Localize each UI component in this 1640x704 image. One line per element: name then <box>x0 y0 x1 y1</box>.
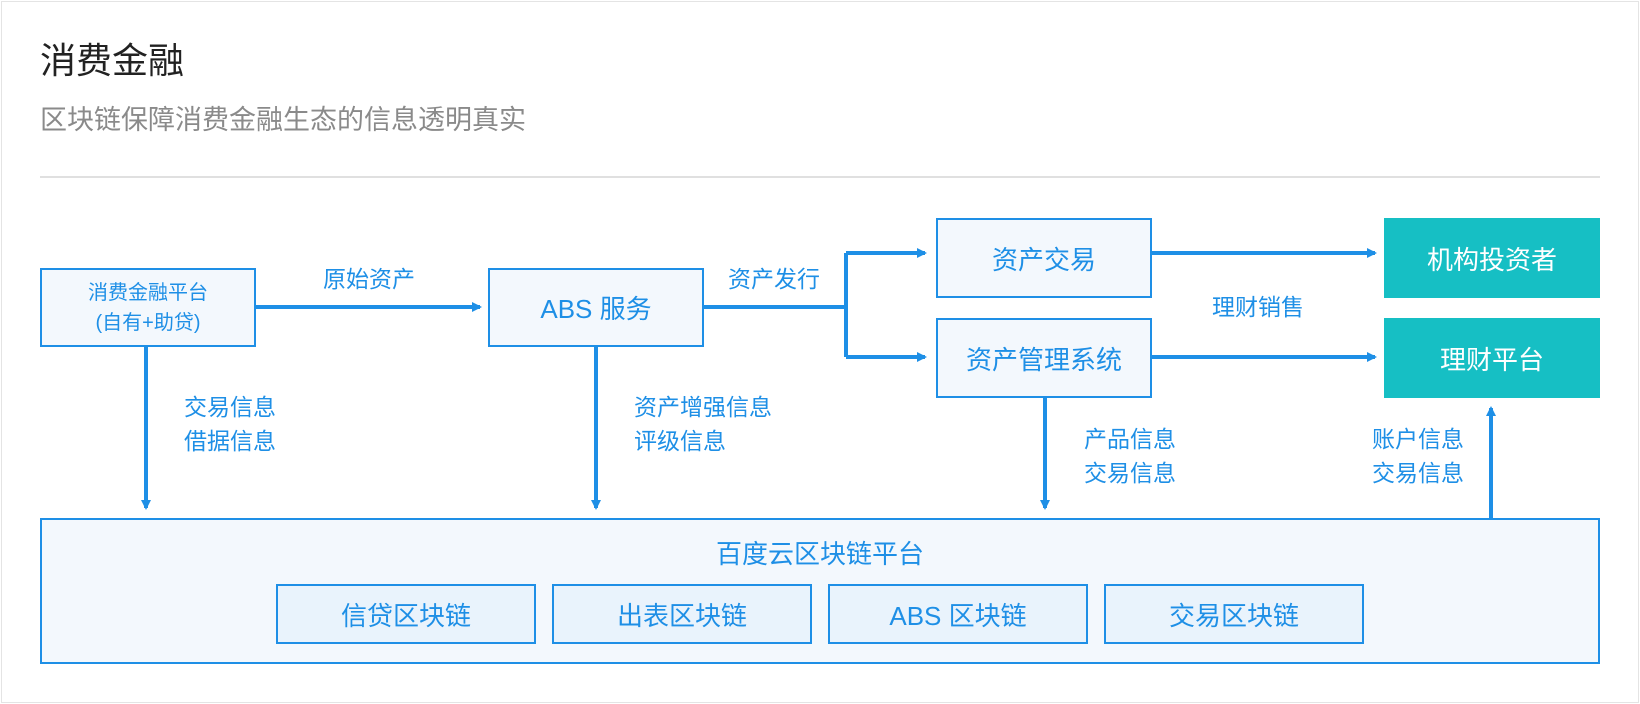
edge-label-rating-info: 评级信息 <box>634 428 726 454</box>
edge-label-account-info: 账户信息 <box>1372 426 1464 452</box>
credit-blockchain: 信贷区块链 <box>276 584 536 644</box>
edge-label-original-assets: 原始资产 <box>323 266 415 292</box>
page-subtitle: 区块链保障消费金融生态的信息透明真实 <box>40 105 526 135</box>
offbalance-blockchain: 出表区块链 <box>552 584 812 644</box>
baidu-cloud-title: 百度云区块链平台 <box>715 539 924 569</box>
edge-label-abs-down: 资产增强信息 评级信息 <box>634 390 772 458</box>
edge-label-product-info: 产品信息 <box>1084 426 1176 452</box>
edge-label-management-down: 产品信息 交易信息 <box>1084 422 1176 490</box>
header-divider <box>40 176 1600 178</box>
edge-label-platform-down: 交易信息 借据信息 <box>184 390 276 458</box>
institutional-investors-node: 机构投资者 <box>1384 218 1600 298</box>
trading-blockchain: 交易区块链 <box>1104 584 1364 644</box>
edge-label-wealth-sales: 理财销售 <box>1212 294 1304 320</box>
edge-label-trade-info: 交易信息 <box>184 394 276 420</box>
page-title: 消费金融 <box>40 40 185 81</box>
edge-label-asset-enhanced-info: 资产增强信息 <box>634 394 772 420</box>
baidu-cloud-blockchain-platform: 百度云区块链平台 <box>40 518 1600 664</box>
platform-node-line1: 消费金融平台 <box>88 281 208 304</box>
edge-label-trade-info-2: 交易信息 <box>1084 460 1176 486</box>
edge-label-asset-issuance: 资产发行 <box>728 266 820 292</box>
asset-management-node: 资产管理系统 <box>936 318 1152 398</box>
edge-label-trade-info-3: 交易信息 <box>1372 460 1464 486</box>
abs-service-node: ABS 服务 <box>488 268 704 347</box>
edge-label-wealth-up: 账户信息 交易信息 <box>1372 422 1464 490</box>
abs-blockchain: ABS 区块链 <box>828 584 1088 644</box>
consumer-finance-platform-node: 消费金融平台 (自有+助贷) <box>40 268 256 347</box>
platform-node-line2: (自有+助贷) <box>95 311 201 334</box>
asset-trading-node: 资产交易 <box>936 218 1152 298</box>
wealth-platform-node: 理财平台 <box>1384 318 1600 398</box>
edge-label-loan-info: 借据信息 <box>184 428 276 454</box>
